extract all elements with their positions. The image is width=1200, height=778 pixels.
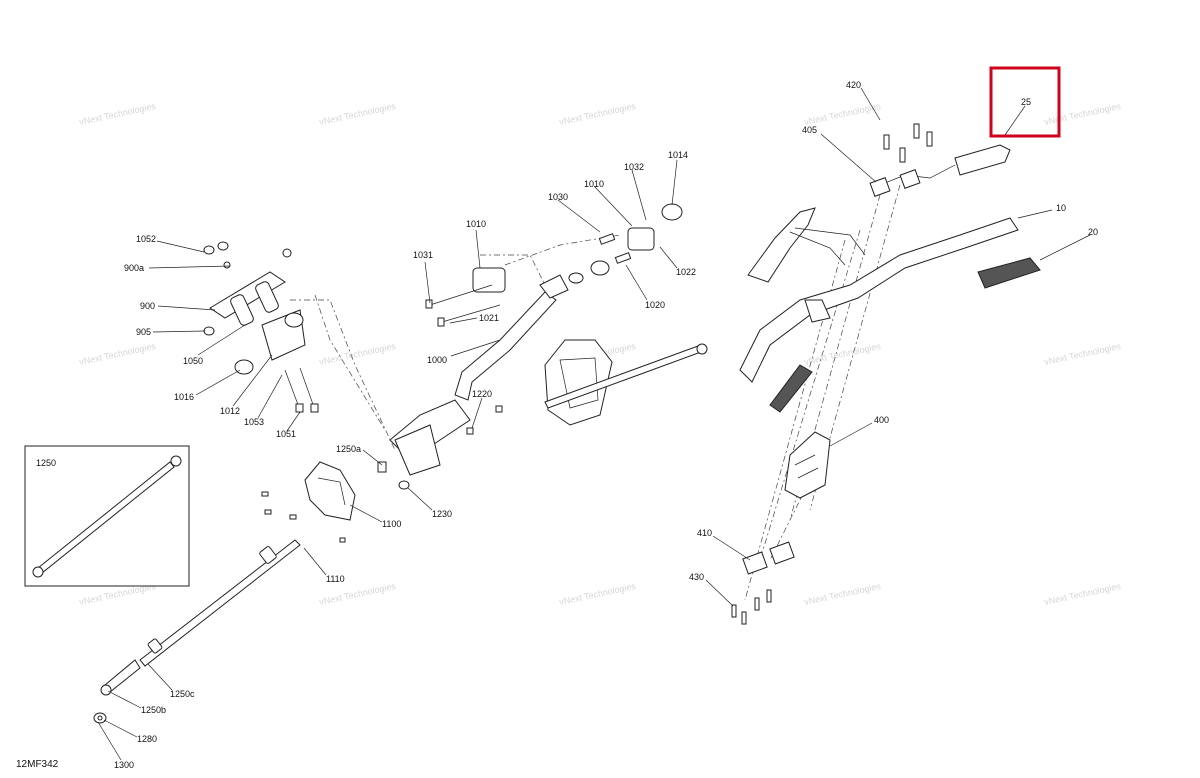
- watermark: vNext Technologies: [803, 341, 882, 367]
- watermark: vNext Technologies: [78, 101, 157, 127]
- watermark: vNext Technologies: [803, 581, 882, 607]
- leader-lines: [97, 87, 1091, 761]
- part-label-1053: 1053: [244, 417, 264, 427]
- part-label-1051: 1051: [276, 429, 296, 439]
- watermark: vNext Technologies: [318, 341, 397, 367]
- riser-400: [784, 431, 831, 499]
- part-label-1031: 1031: [413, 250, 433, 260]
- handlebar: [739, 217, 1019, 383]
- part-label-1020: 1020: [645, 300, 665, 310]
- part-label-20: 20: [1088, 227, 1098, 237]
- watermark: vNext Technologies: [1043, 581, 1122, 607]
- part-label-1300: 1300: [114, 760, 134, 770]
- grip-left: [769, 364, 813, 413]
- part-label-1050: 1050: [183, 356, 203, 366]
- shaft-1110: [139, 539, 301, 667]
- part-label-1052: 1052: [136, 234, 156, 244]
- bolts-430: [731, 589, 772, 625]
- tie-rod: [544, 343, 708, 409]
- watermark: vNext Technologies: [803, 101, 882, 127]
- diagram-code: 12MF342: [16, 759, 59, 770]
- part-label-900: 900: [140, 301, 155, 311]
- part-label-1230: 1230: [432, 509, 452, 519]
- part-labels: 420 25 405 10 20 400 410 430 1052 900a 9…: [114, 80, 1098, 770]
- part-label-1030: 1030: [548, 192, 568, 202]
- riser-clamp-405: [869, 169, 921, 197]
- part-label-1100: 1100: [382, 519, 401, 529]
- bushings: [568, 203, 683, 284]
- part-label-1220: 1220: [472, 389, 492, 399]
- steering-support-1100: [304, 461, 356, 521]
- inset-box: 1250: [24, 445, 190, 587]
- part-label-1250b: 1250b: [141, 705, 166, 715]
- part-label-405: 405: [802, 125, 817, 135]
- watermark: vNext Technologies: [558, 581, 637, 607]
- part-label-1032: 1032: [624, 162, 644, 172]
- inset-label: 1250: [36, 458, 56, 468]
- tie-rod-end-1250b: [93, 659, 141, 724]
- pitman-arm: [394, 424, 441, 476]
- watermark: vNext Technologies: [1043, 341, 1122, 367]
- part-label-420: 420: [846, 80, 861, 90]
- watermark: vNext Technologies: [78, 341, 157, 367]
- part-label-1016: 1016: [174, 392, 194, 402]
- small-bolts: [261, 405, 503, 543]
- part-label-1250a: 1250a: [336, 444, 361, 454]
- watermark: vNext Technologies: [318, 101, 397, 127]
- watermark: vNext Technologies: [318, 581, 397, 607]
- part-label-410: 410: [697, 528, 712, 538]
- part-label-1280: 1280: [137, 734, 157, 744]
- part-label-1010-left: 1010: [466, 219, 486, 229]
- watermark: vNext Technologies: [1043, 101, 1122, 127]
- part-label-1014: 1014: [668, 150, 688, 160]
- part-label-1010-right: 1010: [584, 179, 604, 189]
- bolts-1051: [284, 367, 319, 413]
- part-label-400: 400: [874, 415, 889, 425]
- bolts-1031-1021: [425, 284, 501, 327]
- part-label-1022: 1022: [676, 267, 696, 277]
- part-label-1250c: 1250c: [170, 689, 195, 699]
- watermark: vNext Technologies: [558, 101, 637, 127]
- part-label-10: 10: [1056, 203, 1066, 213]
- part-label-1012: 1012: [220, 406, 240, 416]
- part-label-1021: 1021: [479, 313, 499, 323]
- steering-housing: [544, 339, 613, 426]
- part-label-1110: 1110: [326, 574, 345, 584]
- highlight-box: [989, 66, 1061, 138]
- part-label-430: 430: [689, 572, 704, 582]
- part-label-905: 905: [136, 327, 151, 337]
- throttle-lever: [747, 207, 866, 283]
- part-label-1000: 1000: [427, 355, 447, 365]
- bearing-block-1010: [472, 227, 655, 293]
- bolts-420: [883, 123, 933, 163]
- part-label-900a: 900a: [124, 263, 144, 273]
- grip-right-20: [977, 257, 1041, 289]
- part-label-25: 25: [1021, 97, 1031, 107]
- clamp-410: [742, 541, 795, 575]
